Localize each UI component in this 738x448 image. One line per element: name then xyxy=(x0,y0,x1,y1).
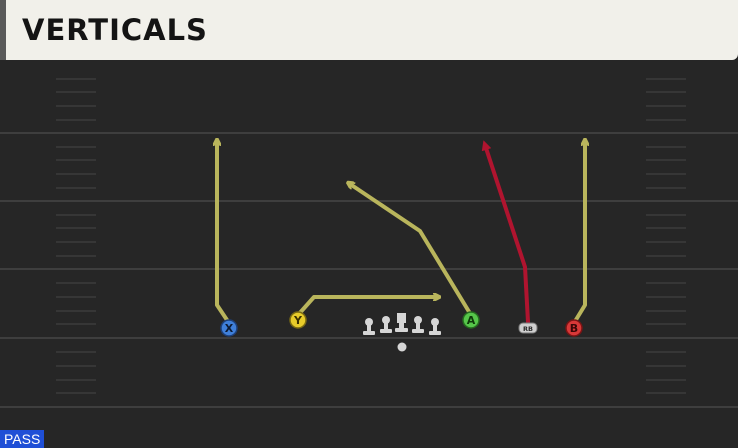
route-b-go xyxy=(572,142,585,325)
player-a[interactable]: A xyxy=(462,311,480,329)
hash-marks-right xyxy=(646,78,686,394)
svg-text:X: X xyxy=(225,322,234,335)
route-a-post xyxy=(350,184,473,317)
lineman-lg xyxy=(380,316,392,333)
svg-text:Y: Y xyxy=(293,314,303,327)
offensive-line xyxy=(363,313,441,335)
player-b[interactable]: B xyxy=(565,319,583,337)
field-surface xyxy=(0,60,738,448)
lineman-c xyxy=(395,313,408,332)
yard-lines xyxy=(0,132,738,408)
play-type-badge: PASS xyxy=(0,430,45,448)
player-x[interactable]: X xyxy=(220,319,238,337)
svg-text:B: B xyxy=(570,322,578,335)
route-y-drag xyxy=(296,297,437,317)
quarterback-marker xyxy=(397,342,407,352)
player-rb[interactable]: RB xyxy=(518,322,538,334)
svg-text:RB: RB xyxy=(523,325,533,333)
hash-marks-left xyxy=(56,78,96,394)
play-title: VERTICALS xyxy=(22,13,208,47)
player-y[interactable]: Y xyxy=(289,311,307,329)
svg-text:A: A xyxy=(467,314,476,327)
route-rb-wheel xyxy=(481,140,530,324)
lineman-rg xyxy=(412,316,424,333)
route-x-go xyxy=(217,142,231,325)
play-title-bar: VERTICALS xyxy=(0,0,738,60)
lineman-lt xyxy=(363,318,375,335)
play-diagram: X Y A RB B xyxy=(0,60,738,448)
lineman-rt xyxy=(429,318,441,335)
